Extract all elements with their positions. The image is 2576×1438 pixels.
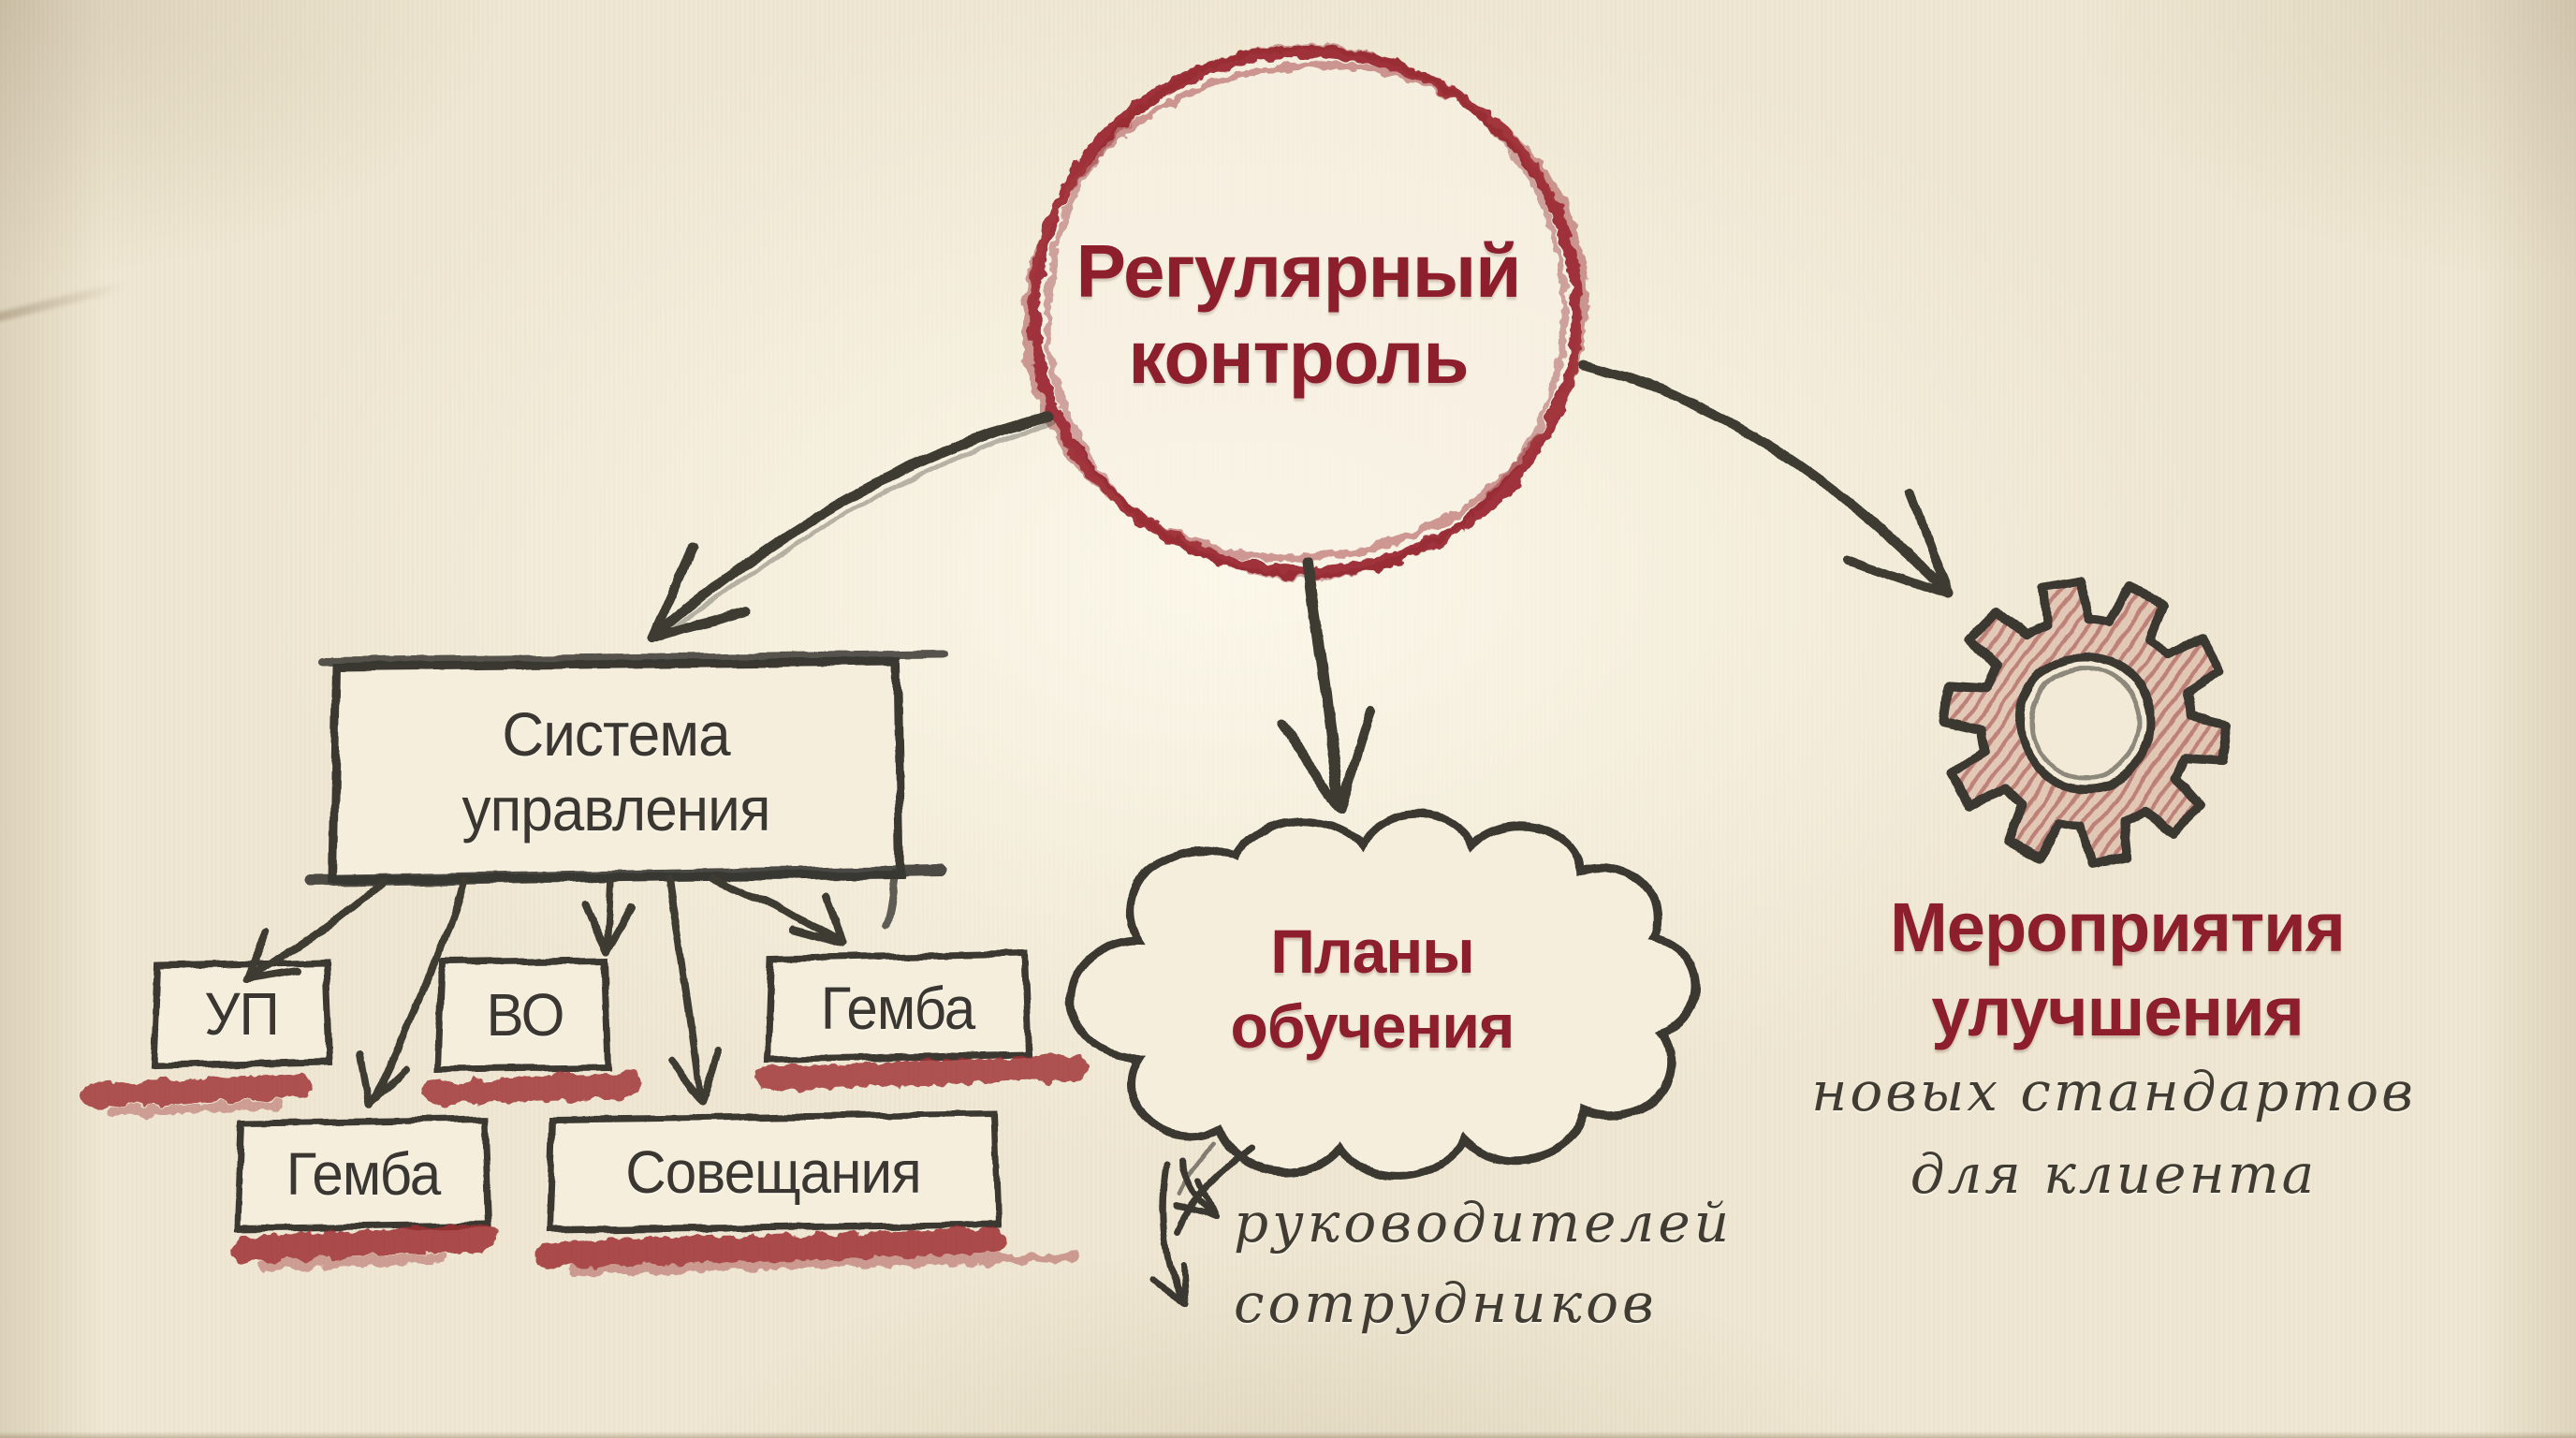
paper-bottom-edge	[0, 1431, 2576, 1438]
plans-cloud	[1066, 810, 1701, 1307]
plans-note-1: руководителей	[1234, 1191, 1734, 1255]
underline-gemba-top	[757, 1055, 1087, 1091]
system-child-arrows	[242, 874, 846, 1108]
root-node-label: Регулярный контроль	[1076, 228, 1522, 401]
improve-sub-2: для клиента	[1910, 1142, 2318, 1206]
red-underlines	[80, 1055, 1087, 1276]
underline-up	[80, 1074, 312, 1108]
underline-meetings	[534, 1228, 1007, 1268]
system-boxes	[150, 650, 1033, 1234]
arrow-to-meetings	[665, 874, 722, 1105]
plans-node-label: Планы обучения	[1231, 914, 1515, 1064]
improve-line-2: улучшения	[1931, 973, 2305, 1050]
system-line-1: Система	[502, 699, 730, 769]
child-node-gemba-bottom: Гемба	[285, 1140, 441, 1208]
plans-note-2: сотрудников	[1234, 1271, 1658, 1335]
child-node-meetings: Совещания	[625, 1138, 921, 1206]
improve-subtitle: новых стандартов для клиента	[1811, 1050, 2416, 1215]
box-gemba-bottom	[234, 1116, 492, 1232]
improve-node-label: Мероприятия улучшения	[1890, 886, 2346, 1054]
arrow-to-gemba-bottom	[356, 876, 467, 1108]
box-meetings	[545, 1110, 1002, 1234]
cloud-tail	[1174, 1146, 1254, 1236]
box-gemba-top	[764, 949, 1033, 1064]
arrow-to-improve	[1578, 360, 1954, 599]
box-vo	[434, 957, 612, 1073]
root-circle-sketch	[1022, 43, 1589, 580]
improve-line-1: Мероприятия	[1890, 888, 2346, 966]
plans-line-1: Планы	[1270, 917, 1474, 986]
system-node-label: Система управления	[461, 697, 771, 846]
system-line-2: управления	[461, 774, 771, 844]
underline-vo	[422, 1072, 641, 1106]
gear-icon	[1939, 576, 2232, 870]
root-line-1: Регулярный	[1076, 229, 1522, 313]
arrow-to-note-2	[1149, 1161, 1189, 1307]
main-arrows	[647, 360, 1954, 814]
root-line-2: контроль	[1128, 315, 1469, 399]
arrow-to-plans	[1278, 556, 1376, 814]
arrow-to-note-1	[1173, 1157, 1219, 1221]
child-node-gemba-top: Гемба	[820, 975, 975, 1042]
improve-sub-1: новых стандартов	[1811, 1060, 2416, 1123]
child-node-up: УП	[204, 980, 280, 1048]
arrow-to-up	[242, 878, 386, 983]
underline-gemba-bottom	[232, 1225, 500, 1262]
arrow-to-gemba-top	[710, 874, 846, 947]
arrow-to-vo	[580, 878, 636, 955]
child-node-vo: ВО	[486, 981, 564, 1049]
cloud-outline	[1066, 810, 1701, 1181]
plans-line-2: обучения	[1230, 991, 1515, 1061]
arrow-to-system	[647, 411, 1055, 643]
